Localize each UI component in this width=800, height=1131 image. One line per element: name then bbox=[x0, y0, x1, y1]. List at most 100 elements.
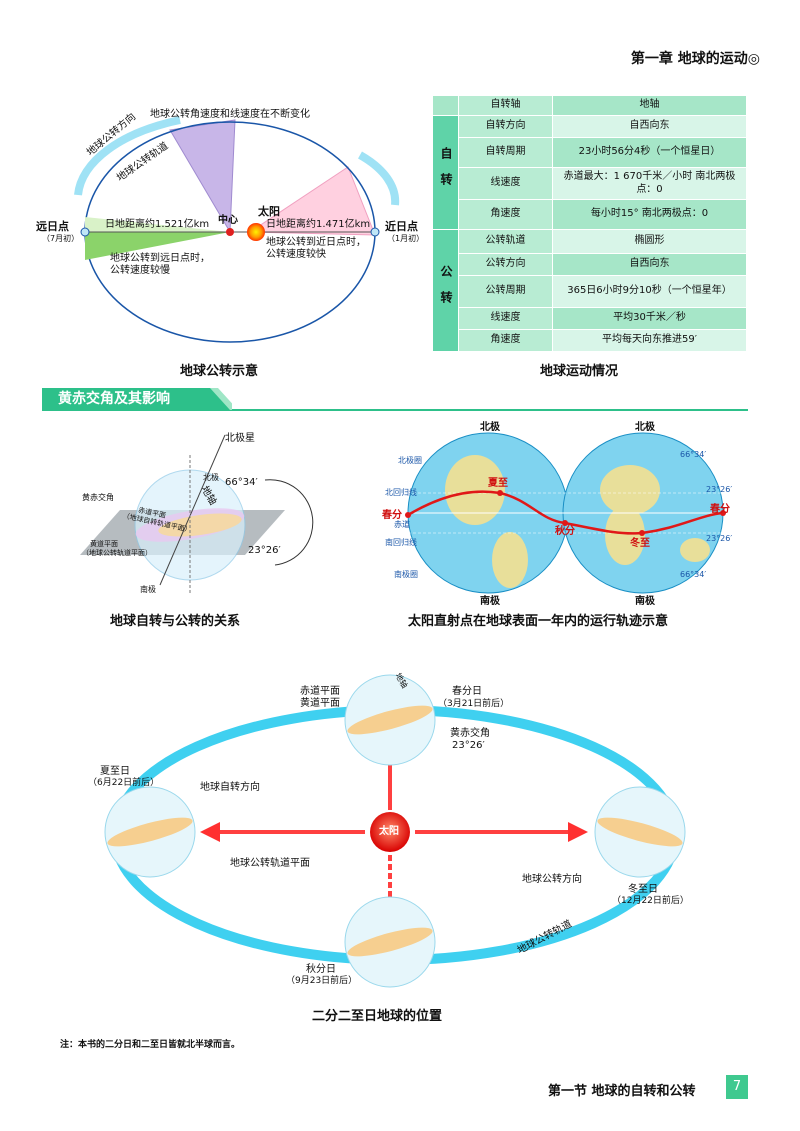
solstice-figure bbox=[104, 674, 686, 988]
tropic-capricorn-label: 南回归线 bbox=[385, 538, 417, 547]
obliquity-figure bbox=[80, 434, 314, 595]
center-label: 中心 bbox=[218, 215, 238, 226]
plane-winter bbox=[597, 817, 683, 847]
solstice-diagram: 太阳 春分日 （3月21日前后） 赤道平面 黄道平面 地轴 黄赤交角 23°26… bbox=[60, 650, 760, 1015]
ecliptic-plane-label: 黄道平面 bbox=[90, 540, 118, 548]
arctic-circle-label: 北极圈 bbox=[398, 456, 422, 465]
land-australia bbox=[680, 538, 710, 562]
spring-label: 春分 bbox=[382, 510, 402, 521]
page-number: 7 bbox=[726, 1075, 748, 1099]
section-banner bbox=[42, 388, 232, 410]
table-row: 角速度 每小时15° 南北两极点：0 bbox=[433, 199, 747, 230]
perihelion-label: 近日点 bbox=[385, 220, 418, 233]
sun-icon bbox=[370, 812, 410, 852]
solstice-caption: 二分二至日地球的位置 bbox=[312, 1009, 443, 1024]
table-row: 公转 公转轨道 椭圆形 bbox=[432, 229, 747, 352]
section-title: 黄赤交角及其影响 bbox=[58, 391, 170, 407]
table-row: 自转 自转方向 自西向东 bbox=[432, 115, 747, 230]
table-cell: 23小时56分4秒（一个恒星日） bbox=[552, 137, 747, 168]
obliquity-caption: 地球自转与公转的关系 bbox=[110, 614, 241, 629]
table-cell: 线速度 bbox=[458, 167, 553, 200]
sun-label: 太阳 bbox=[258, 205, 280, 218]
sun-icon bbox=[247, 223, 265, 241]
lat-23-north: 23°26′ bbox=[706, 485, 733, 494]
rotation-direction-label: 地球自转方向 bbox=[200, 782, 260, 793]
lat-23-south: 23°26′ bbox=[706, 534, 733, 543]
antarctic-circle-label: 南极圈 bbox=[394, 570, 418, 579]
near-note-1: 地球公转到近日点时， bbox=[266, 237, 366, 248]
north-pole-label: 北极 bbox=[203, 473, 219, 482]
spring-right-label: 春分 bbox=[710, 504, 730, 515]
north-pole-right: 北极 bbox=[635, 422, 655, 433]
table-cell: 线速度 bbox=[458, 307, 553, 330]
table-cell: 平均30千米／秒 bbox=[552, 307, 747, 330]
section-divider bbox=[42, 409, 748, 411]
lat-66-south: 66°34′ bbox=[680, 570, 707, 579]
north-pole-left: 北极 bbox=[480, 422, 500, 433]
chapter-header: 第一章 地球的运动◎ bbox=[630, 51, 760, 67]
autumn-day-label: 秋分日 bbox=[306, 964, 336, 975]
table-row: 线速度 平均30千米／秒 bbox=[433, 307, 747, 330]
table-cell: 平均每天向东推进59′ bbox=[552, 329, 747, 352]
table-cell: 自转周期 bbox=[458, 137, 553, 168]
subsolar-diagram: 北极 北极 南极 南极 北极圈 北回归线 赤道 南回归线 南极圈 66°34′ … bbox=[380, 420, 750, 610]
near-note-2: 公转速度较快 bbox=[266, 249, 326, 260]
table-cell: 地轴 bbox=[552, 95, 747, 116]
table-cell: 自西向东 bbox=[552, 253, 747, 276]
autumn-date-label: （9月23日前后） bbox=[286, 976, 358, 986]
table-row: 角速度 平均每天向东推进59′ bbox=[433, 329, 747, 352]
table-cell: 公转轨道 bbox=[458, 229, 553, 254]
revolution-direction-label: 地球公转方向 bbox=[522, 874, 582, 885]
summer-date-label: （6月22日前后） bbox=[88, 778, 160, 788]
autumn-point bbox=[562, 520, 568, 526]
obliquity-angle: 23°26′ bbox=[452, 740, 485, 751]
ecliptic-plane-sub-label: （地球公转轨道平面） bbox=[82, 549, 152, 557]
ray-arrow-winter bbox=[568, 822, 588, 842]
table-row: 线速度 赤道最大：1 670千米／小时 南北两极点：0 bbox=[433, 167, 747, 200]
obliquity-label: 黄赤交角 bbox=[450, 728, 490, 739]
spring-day-label: 春分日 bbox=[452, 686, 482, 697]
footer-section-title: 第一节 地球的自转和公转 bbox=[548, 1084, 696, 1099]
near-distance: 日地距离约1.471亿km bbox=[266, 219, 371, 230]
angle-arc bbox=[264, 479, 314, 566]
table-row: 自转轴 地轴 bbox=[432, 95, 747, 116]
south-pole-right: 南极 bbox=[635, 596, 655, 607]
table-cell: 自西向东 bbox=[552, 115, 747, 138]
winter-day-label: 冬至日 bbox=[628, 884, 658, 895]
autumn-label: 秋分 bbox=[555, 526, 575, 537]
land-north-america bbox=[445, 455, 505, 525]
orbit-caption: 地球公转示意 bbox=[180, 364, 259, 379]
land-south-america bbox=[492, 532, 528, 588]
sun-label: 太阳 bbox=[379, 826, 399, 837]
winter-label: 冬至 bbox=[630, 538, 650, 549]
winter-date-label: （12月22日前后） bbox=[612, 896, 689, 906]
perihelion-time: （1月初） bbox=[387, 234, 425, 243]
polaris-label: 北极星 bbox=[225, 433, 255, 444]
ray-arrow-summer bbox=[200, 822, 220, 842]
table-cell: 角速度 bbox=[458, 329, 553, 352]
earth-motion-table: 自转轴 地轴 自转 自转方向 自西向东 自转周期 23小时56分4秒（一个恒星日… bbox=[432, 95, 747, 352]
tropic-cancer-label: 北回归线 bbox=[385, 488, 417, 497]
orbit-plane-label: 地球公转轨道平面 bbox=[230, 858, 310, 869]
aphelion-time: （7月初） bbox=[42, 234, 80, 243]
far-sector bbox=[85, 232, 230, 260]
summer-day-label: 夏至日 bbox=[100, 766, 130, 777]
orbit-figure bbox=[74, 116, 400, 343]
table-cell: 赤道最大：1 670千米／小时 南北两极点：0 bbox=[552, 167, 747, 200]
earth-axis-line bbox=[159, 434, 226, 586]
rotation-group-cell: 自转 bbox=[432, 115, 459, 230]
far-note-2: 公转速度较慢 bbox=[110, 265, 170, 276]
angle-1-label: 66°34′ bbox=[225, 477, 258, 488]
ecliptic-plane-label: 黄道平面 bbox=[300, 698, 340, 709]
plane-summer bbox=[107, 817, 193, 847]
angle-2-label: 23°26′ bbox=[248, 545, 281, 556]
summer-point bbox=[497, 490, 503, 496]
slow-sector bbox=[169, 119, 236, 234]
winter-point bbox=[639, 530, 645, 536]
table-cell: 公转周期 bbox=[458, 275, 553, 308]
summer-label: 夏至 bbox=[488, 478, 508, 489]
far-note-1: 地球公转到远日点时， bbox=[110, 253, 210, 264]
table-row: 公转周期 365日6小时9分10秒（一个恒星年） bbox=[433, 275, 747, 308]
perihelion-point bbox=[370, 227, 380, 237]
table-cell: 椭圆形 bbox=[552, 229, 747, 254]
